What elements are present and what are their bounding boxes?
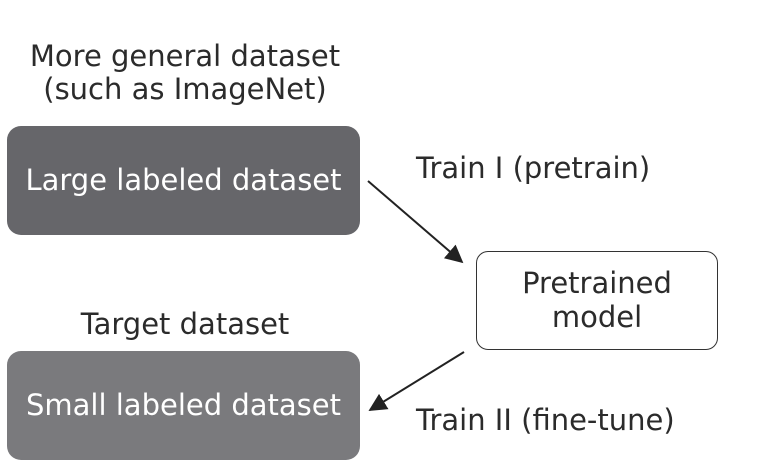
large-labeled-dataset-box: Large labeled dataset xyxy=(7,126,360,235)
pretrained-model-label-line2: model xyxy=(551,299,643,334)
general-dataset-caption-line2: (such as ImageNet) xyxy=(43,72,327,107)
general-dataset-caption: More general dataset (such as ImageNet) xyxy=(0,39,370,107)
target-dataset-caption: Target dataset xyxy=(80,307,290,341)
large-labeled-dataset-label: Large labeled dataset xyxy=(25,162,342,197)
pretrain-arrow xyxy=(367,180,464,264)
pretrained-model-box: Pretrained model xyxy=(476,251,718,350)
small-labeled-dataset-label: Small labeled dataset xyxy=(25,387,341,422)
finetune-arrow xyxy=(368,351,465,411)
small-labeled-dataset-box: Small labeled dataset xyxy=(7,351,360,460)
train1-label: Train I (pretrain) xyxy=(416,151,651,185)
pretrained-model-label-line1: Pretrained xyxy=(522,266,672,301)
train2-label: Train II (fine-tune) xyxy=(416,403,675,437)
general-dataset-caption-line1: More general dataset xyxy=(29,39,341,73)
